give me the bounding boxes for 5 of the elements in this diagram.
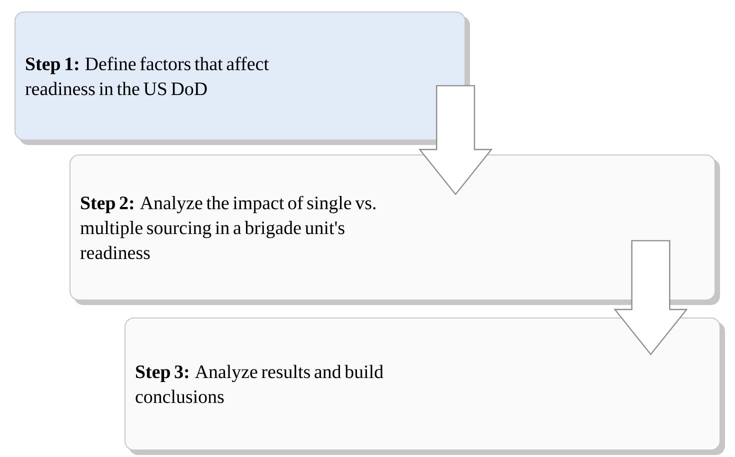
- step-box: Step 3: Analyze results and build conclusions: [124, 317, 725, 455]
- step-box: Step 1: Define factors that affect readiness in the US DoD: [14, 12, 470, 145]
- block-arrow: [614, 240, 688, 356]
- block-arrow: [418, 85, 493, 196]
- step-box: Step 2: Analyze the impact of single vs. multiple sourcing in a brigade unit's readiness: [70, 154, 720, 305]
